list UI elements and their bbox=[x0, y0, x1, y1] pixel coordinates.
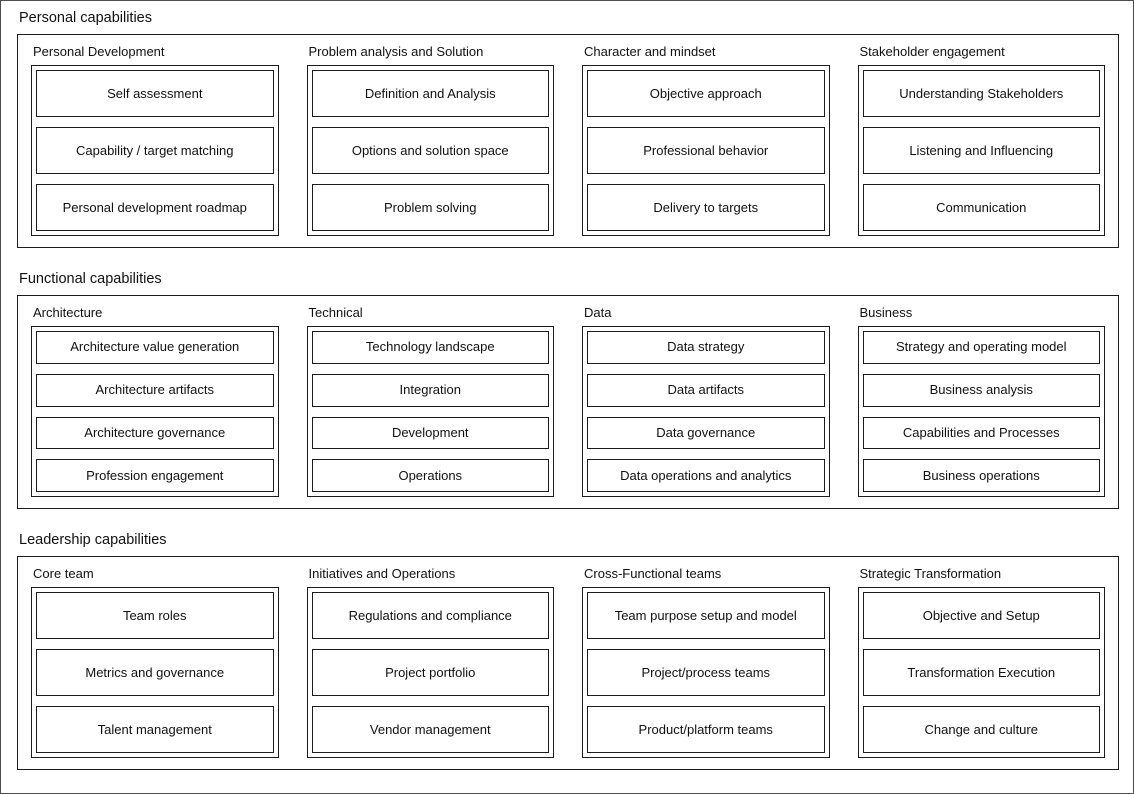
section-title: Leadership capabilities bbox=[19, 532, 167, 548]
column-label: Core team bbox=[33, 566, 94, 581]
capability-item: Understanding Stakeholders bbox=[862, 70, 1100, 117]
column-label: Stakeholder engagement bbox=[859, 44, 1005, 59]
section-title: Functional capabilities bbox=[19, 271, 162, 287]
column-label: Architecture bbox=[33, 305, 103, 320]
capability-column: Initiatives and Operations Regulations a… bbox=[306, 565, 554, 758]
capability-item: Project portfolio bbox=[311, 649, 549, 696]
section-title: Personal capabilities bbox=[19, 10, 152, 26]
capability-item: Definition and Analysis bbox=[311, 70, 549, 117]
capability-item: Integration bbox=[311, 373, 549, 407]
column-box: Definition and Analysis Options and solu… bbox=[306, 65, 554, 236]
capability-item: Data artifacts bbox=[587, 373, 825, 407]
column-box: Self assessment Capability / target matc… bbox=[31, 65, 279, 236]
capability-item: Communication bbox=[862, 184, 1100, 231]
capability-item: Development bbox=[311, 416, 549, 450]
capability-item: Capability / target matching bbox=[36, 127, 274, 174]
column-label: Problem analysis and Solution bbox=[308, 44, 484, 59]
capability-column: Strategic Transformation Objective and S… bbox=[857, 565, 1105, 758]
capability-item: Data operations and analytics bbox=[587, 459, 825, 492]
capability-item: Listening and Influencing bbox=[862, 127, 1100, 174]
capability-item: Vendor management bbox=[311, 706, 549, 753]
capability-item: Options and solution space bbox=[311, 127, 549, 174]
column-label: Initiatives and Operations bbox=[308, 566, 456, 581]
capability-column: Data Data strategy Data artifacts Data g… bbox=[582, 304, 830, 497]
capability-item: Architecture artifacts bbox=[36, 373, 274, 407]
column-box: Technology landscape Integration Develop… bbox=[306, 326, 554, 497]
column-box: Objective approach Professional behavior… bbox=[582, 65, 830, 236]
column-box: Strategy and operating model Business an… bbox=[857, 326, 1105, 497]
capability-item: Architecture value generation bbox=[36, 331, 274, 364]
capability-item: Team purpose setup and model bbox=[587, 592, 825, 639]
column-box: Regulations and compliance Project portf… bbox=[306, 587, 554, 758]
capability-column: Core team Team roles Metrics and governa… bbox=[31, 565, 279, 758]
capability-item: Metrics and governance bbox=[36, 649, 274, 696]
capability-column: Business Strategy and operating model Bu… bbox=[857, 304, 1105, 497]
capability-item: Objective and Setup bbox=[862, 592, 1100, 639]
capability-column: Character and mindset Objective approach… bbox=[582, 43, 830, 236]
capability-item: Professional behavior bbox=[587, 127, 825, 174]
capability-column: Personal Development Self assessment Cap… bbox=[31, 43, 279, 236]
capability-item: Transformation Execution bbox=[862, 649, 1100, 696]
capability-item: Strategy and operating model bbox=[862, 331, 1100, 364]
capability-column: Cross-Functional teams Team purpose setu… bbox=[582, 565, 830, 758]
column-label: Technical bbox=[308, 305, 363, 320]
capability-section: Personal capabilities Personal Developme… bbox=[17, 9, 1119, 248]
capability-section: Leadership capabilities Core team Team r… bbox=[17, 531, 1119, 770]
capability-item: Data governance bbox=[587, 416, 825, 450]
capability-item: Product/platform teams bbox=[587, 706, 825, 753]
capability-column: Architecture Architecture value generati… bbox=[31, 304, 279, 497]
capability-item: Team roles bbox=[36, 592, 274, 639]
capability-column: Problem analysis and Solution Definition… bbox=[306, 43, 554, 236]
capability-item: Operations bbox=[311, 459, 549, 492]
capability-item: Change and culture bbox=[862, 706, 1100, 753]
capability-column: Technical Technology landscape Integrati… bbox=[306, 304, 554, 497]
column-label: Business bbox=[859, 305, 913, 320]
section-box: Core team Team roles Metrics and governa… bbox=[17, 556, 1119, 770]
capability-item: Architecture governance bbox=[36, 416, 274, 450]
capability-item: Personal development roadmap bbox=[36, 184, 274, 231]
capability-section: Functional capabilities Architecture Arc… bbox=[17, 270, 1119, 509]
capability-item: Capabilities and Processes bbox=[862, 416, 1100, 450]
capability-item: Self assessment bbox=[36, 70, 274, 117]
capability-item: Business operations bbox=[862, 459, 1100, 492]
column-box: Understanding Stakeholders Listening and… bbox=[857, 65, 1105, 236]
capability-item: Problem solving bbox=[311, 184, 549, 231]
capability-item: Objective approach bbox=[587, 70, 825, 117]
capability-item: Delivery to targets bbox=[587, 184, 825, 231]
column-box: Data strategy Data artifacts Data govern… bbox=[582, 326, 830, 497]
column-box: Team roles Metrics and governance Talent… bbox=[31, 587, 279, 758]
column-box: Architecture value generation Architectu… bbox=[31, 326, 279, 497]
capability-item: Business analysis bbox=[862, 373, 1100, 407]
column-label: Data bbox=[584, 305, 612, 320]
column-label: Character and mindset bbox=[584, 44, 716, 59]
column-box: Team purpose setup and model Project/pro… bbox=[582, 587, 830, 758]
column-label: Personal Development bbox=[33, 44, 165, 59]
capability-item: Profession engagement bbox=[36, 459, 274, 492]
capability-item: Technology landscape bbox=[311, 331, 549, 364]
capability-column: Stakeholder engagement Understanding Sta… bbox=[857, 43, 1105, 236]
capability-item: Project/process teams bbox=[587, 649, 825, 696]
column-box: Objective and Setup Transformation Execu… bbox=[857, 587, 1105, 758]
capability-item: Regulations and compliance bbox=[311, 592, 549, 639]
section-box: Architecture Architecture value generati… bbox=[17, 295, 1119, 509]
column-label: Cross-Functional teams bbox=[584, 566, 722, 581]
column-label: Strategic Transformation bbox=[859, 566, 1002, 581]
section-box: Personal Development Self assessment Cap… bbox=[17, 34, 1119, 248]
capability-item: Talent management bbox=[36, 706, 274, 753]
capability-item: Data strategy bbox=[587, 331, 825, 364]
